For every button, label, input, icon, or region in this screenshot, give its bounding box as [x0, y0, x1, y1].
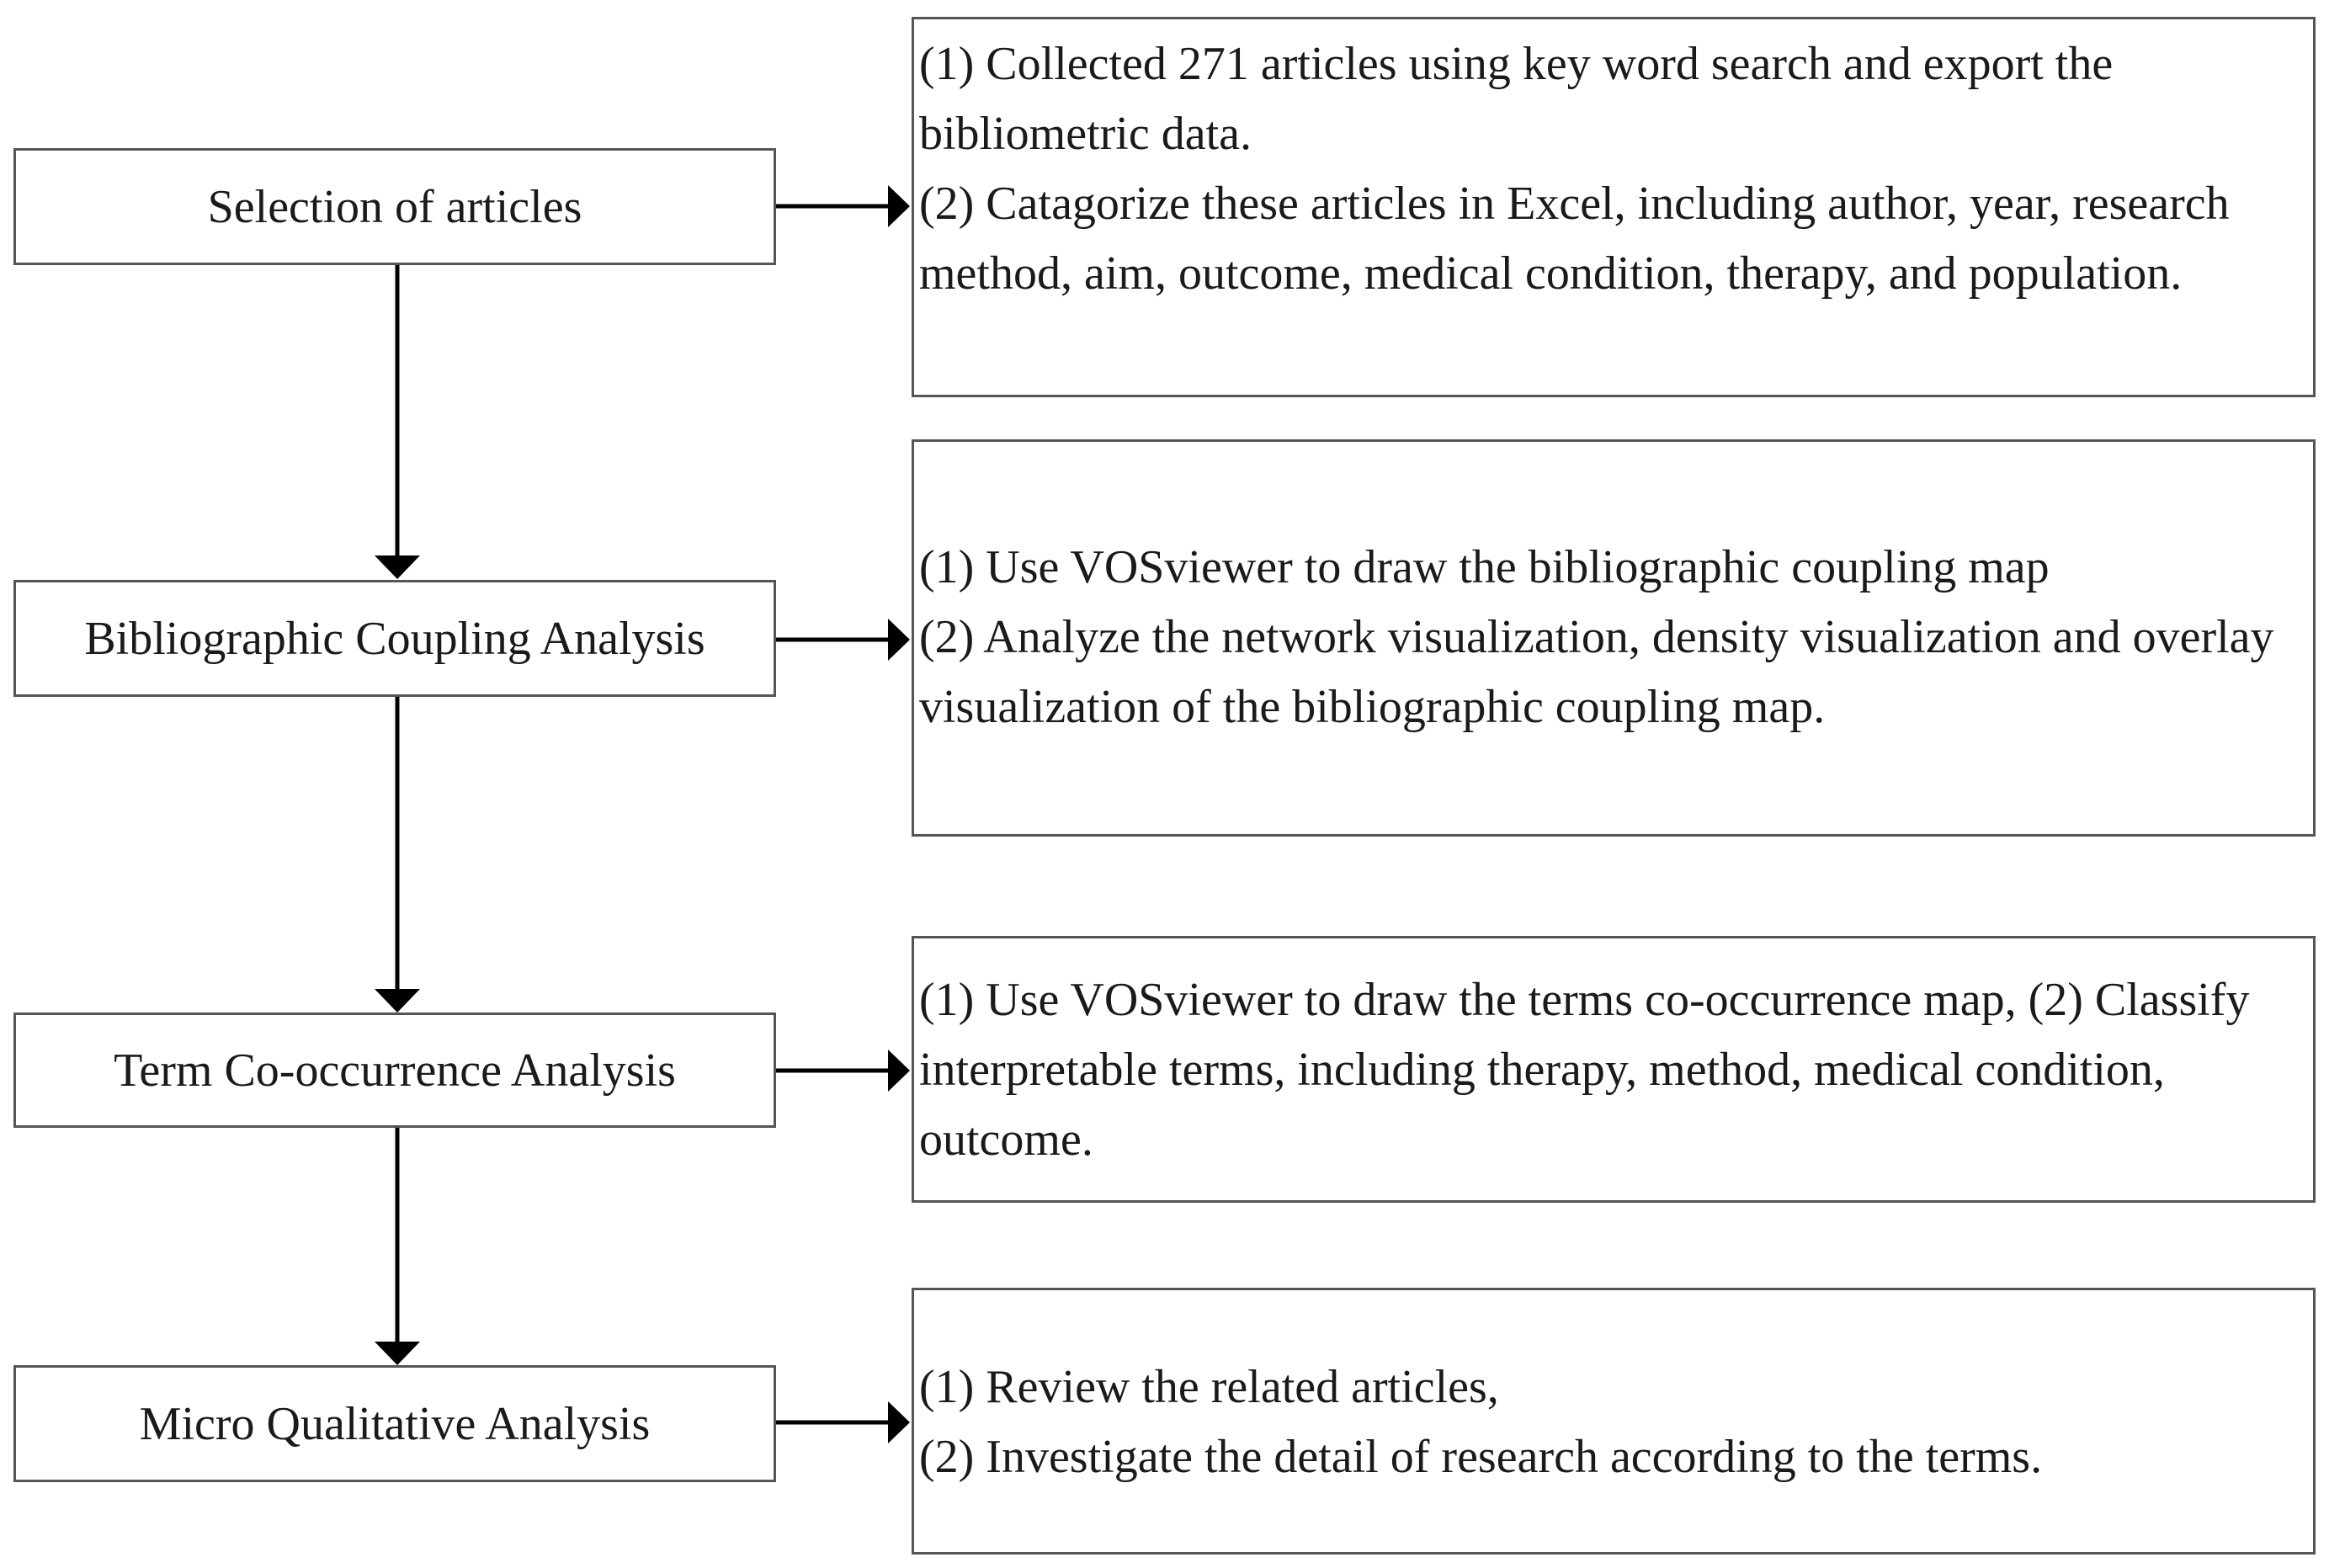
detail-arrowhead-3 [888, 1050, 910, 1092]
detail-item: (2) Catagorize these articles in Excel, … [919, 178, 2230, 300]
detail-arrowhead-4 [888, 1401, 910, 1443]
step-box-micro-qualitative: Micro Qualitative Analysis [13, 1365, 776, 1482]
detail-box-selection: (1) Collected 271 articles using key wor… [912, 17, 2316, 397]
detail-item: (2) Analyze the network visualization, d… [919, 611, 2274, 733]
step-box-bibliographic-coupling: Bibliographic Coupling Analysis [13, 580, 776, 697]
detail-item: (1) Review the related articles, [919, 1361, 1499, 1413]
detail-arrowhead-2 [888, 619, 910, 661]
step-label: Bibliographic Coupling Analysis [84, 612, 705, 665]
flow-arrowhead-2-3 [375, 989, 420, 1013]
step-label: Selection of articles [207, 180, 582, 233]
detail-item: (1) Use VOSviewer to draw the terms co-o… [919, 974, 2250, 1166]
detail-item: (2) Investigate the detail of research a… [919, 1431, 2043, 1483]
step-label: Term Co-occurrence Analysis [114, 1044, 676, 1097]
step-label: Micro Qualitative Analysis [139, 1397, 651, 1450]
detail-box-bibliographic-coupling: (1) Use VOSviewer to draw the bibliograp… [912, 439, 2316, 837]
flow-arrowhead-1-2 [375, 555, 420, 579]
step-box-selection: Selection of articles [13, 148, 776, 265]
detail-box-micro-qualitative: (1) Review the related articles, (2) Inv… [912, 1288, 2316, 1555]
detail-box-term-cooccurrence: (1) Use VOSviewer to draw the terms co-o… [912, 936, 2316, 1203]
detail-item: (1) Use VOSviewer to draw the bibliograp… [919, 541, 2050, 593]
step-box-term-cooccurrence: Term Co-occurrence Analysis [13, 1013, 776, 1128]
detail-item: (1) Collected 271 articles using key wor… [919, 38, 2114, 160]
flow-arrowhead-3-4 [375, 1342, 420, 1365]
detail-arrowhead-1 [888, 185, 910, 227]
